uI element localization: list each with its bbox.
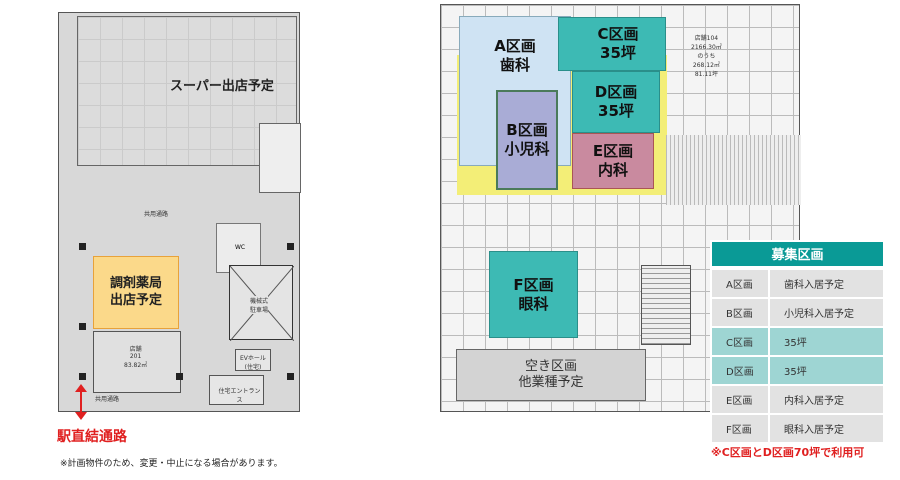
- corridor-top: 共用通路: [144, 211, 169, 218]
- status-cell: 内科入居予定: [768, 384, 885, 415]
- zone-cell: C区画: [710, 326, 770, 357]
- status-cell: 小児科入居予定: [768, 297, 885, 328]
- table-row: F区画眼科入居予定: [710, 413, 885, 444]
- status-cell: 35坪: [768, 355, 885, 386]
- parking-area: 機械式 駐車場: [229, 265, 294, 341]
- red-double-arrow-icon: [75, 384, 87, 420]
- center-stair: [641, 265, 691, 345]
- upper-right-rooms: [259, 123, 301, 193]
- ev-hall: EVホール (住宅): [235, 349, 271, 371]
- left-floor-plan: スーパー出店予定 共用通路 WC 機械式 駐車場 調剤薬局 出店予定 店舗 20…: [58, 12, 301, 412]
- station-link-label: 駅直結通路: [57, 429, 127, 445]
- pharmacy-area: 調剤薬局 出店予定: [93, 256, 179, 329]
- status-cell: 眼科入居予定: [768, 413, 885, 444]
- table-row: A区画歯科入居予定: [710, 268, 885, 299]
- zone-d[interactable]: D区画 35坪: [572, 71, 660, 133]
- shop-201: 店舗 201 83.82㎡: [93, 331, 181, 393]
- zone-c[interactable]: C区画 35坪: [558, 17, 666, 71]
- pharmacy-label: 調剤薬局 出店予定: [109, 275, 162, 308]
- wc-label: WC: [235, 244, 246, 251]
- zone-cell: A区画: [710, 268, 770, 299]
- right-floor-plan: A区画 歯科 C区画 35坪 D区画 35坪 E区画 内科 B区画 小児科 店舗…: [440, 4, 801, 412]
- table-row: B区画小児科入居予定: [710, 297, 885, 328]
- zone-f[interactable]: F区画 眼科: [489, 251, 578, 338]
- status-cell: 歯科入居予定: [768, 268, 885, 299]
- supermarket-label: スーパー出店予定: [170, 79, 274, 94]
- table-row: E区画内科入居予定: [710, 384, 885, 415]
- residential-entrance: 住宅エントランス: [209, 375, 264, 405]
- status-cell: 35坪: [768, 326, 885, 357]
- zone-cell: E区画: [710, 384, 770, 415]
- zone-b[interactable]: B区画 小児科: [496, 90, 558, 190]
- supermarket-area: スーパー出店予定: [77, 16, 297, 166]
- stair-block: [666, 135, 801, 205]
- disclaimer-note: ※計画物件のため、変更・中止になる場合があります。: [60, 459, 283, 469]
- vacant-area[interactable]: 空き区画 他業種予定: [456, 349, 646, 401]
- zone-e[interactable]: E区画 内科: [572, 133, 654, 189]
- store-104-info: 店舗104 2166.30㎡ のうち 268.12㎡ 81.11坪: [691, 35, 722, 78]
- shop-201-label: 店舗 201 83.82㎡: [124, 346, 148, 369]
- zone-cell: B区画: [710, 297, 770, 328]
- parking-label: 機械式 駐車場: [250, 296, 269, 314]
- combine-note: ※C区画とD区画70坪で利用可: [711, 446, 865, 459]
- zone-cell: D区画: [710, 355, 770, 386]
- recruit-table-title: 募集区画: [710, 240, 885, 268]
- corridor-bottom: 共用通路: [95, 396, 120, 403]
- zone-cell: F区画: [710, 413, 770, 444]
